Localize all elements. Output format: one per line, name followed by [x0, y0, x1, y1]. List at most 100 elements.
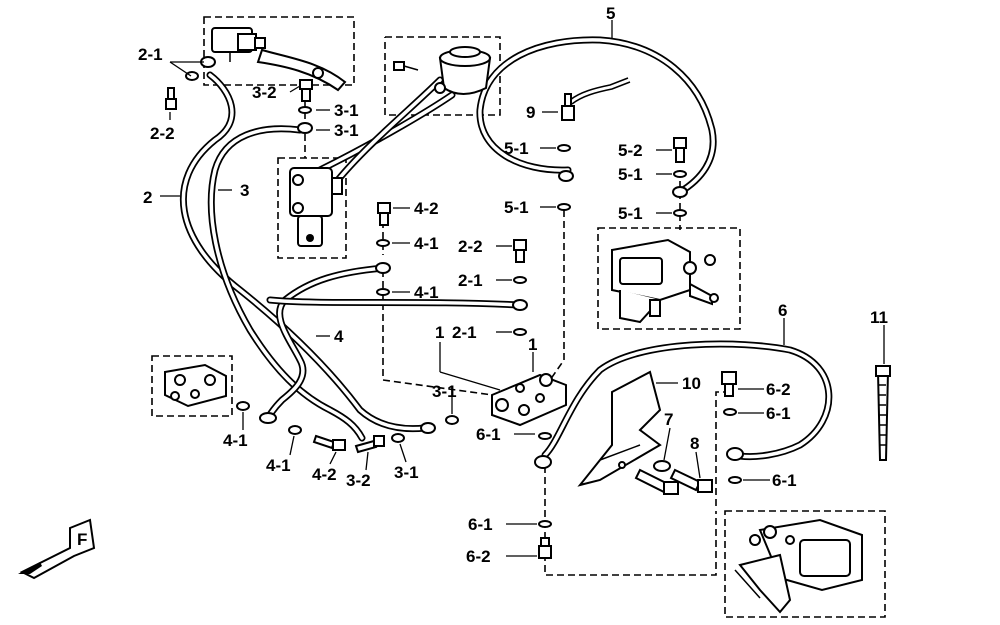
bolt-5-2: [673, 137, 687, 163]
bolt-3-2-upper: [299, 79, 313, 102]
callout-11: 11: [870, 308, 888, 327]
proportioning-valve: [164, 363, 227, 408]
callout-6-1: 6-1: [766, 404, 791, 423]
rear-caliper-upper-assembly: [611, 238, 719, 324]
front-marker-label: F: [77, 530, 87, 549]
washer-2-1-a: [513, 276, 527, 284]
callout-5: 5: [606, 4, 615, 23]
callout-3-1: 3-1: [394, 463, 419, 482]
reservoir-screw: [393, 61, 419, 71]
callout-6: 6: [778, 301, 787, 320]
callout-5-1: 5-1: [504, 139, 529, 158]
hose-4-rear-link: [264, 264, 524, 422]
callout-2-1: 2-1: [138, 45, 163, 64]
front-direction-arrow-icon: F: [18, 518, 96, 580]
bolt-2-2-middle: [513, 239, 527, 263]
sensor-wire-9: [569, 77, 631, 105]
callout-10: 10: [682, 374, 701, 393]
callout-2: 2: [143, 188, 152, 207]
hose-5-rear-upper: [476, 36, 717, 196]
leader-lines: [160, 20, 885, 557]
callout-3-1: 3-1: [334, 121, 359, 140]
hose-3-front-lower: [207, 125, 366, 442]
callout-5-1: 5-1: [618, 165, 643, 184]
washers-3-1-upper: [297, 106, 313, 134]
hose-bracket-10: [577, 370, 662, 487]
rear-brake-master-cylinder: [289, 167, 343, 247]
washer-6-1-a: [538, 432, 552, 440]
washer-6-1-c: [723, 408, 737, 416]
bolt-6-2-lower: [538, 537, 552, 559]
callout-6-1: 6-1: [468, 515, 493, 534]
washer-5-1-b: [557, 203, 571, 211]
dashed-box-handlebar-master-cylinder: [203, 16, 355, 86]
callout-8: 8: [690, 434, 699, 453]
callout-labels: 2-1 3-2 3-1 3-1 2-2 2 3 5 9 5-1 5-2 5-1 …: [138, 4, 888, 566]
dashed-box-rear-caliper-upper: [597, 227, 741, 330]
bolt-8-b: [669, 468, 713, 493]
callout-6-1: 6-1: [476, 425, 501, 444]
washer-6-1-b: [538, 520, 552, 528]
washer-5-1-d: [673, 209, 687, 217]
washer-7: [653, 460, 671, 472]
bolt-2-2: [165, 87, 177, 110]
callout-2-2: 2-2: [458, 237, 483, 256]
washer-5-1-a: [557, 144, 571, 152]
callout-3-2: 3-2: [346, 471, 371, 490]
washer-4-1-c: [236, 401, 250, 411]
banjo-6-a: [534, 455, 552, 469]
banjo-5-b: [672, 186, 688, 198]
rear-caliper-lower-assembly: [734, 518, 863, 614]
brake-hose-joint-1: [491, 373, 567, 427]
washer-3-1-c: [445, 415, 459, 425]
bolt-4-2-lower: [312, 434, 346, 451]
callout-4-1: 4-1: [223, 431, 248, 450]
hose-6-rear-lower: [541, 340, 833, 461]
callout-4-1: 4-1: [414, 283, 439, 302]
callout-6-2: 6-2: [466, 547, 491, 566]
banjo-6-b: [726, 447, 744, 461]
callout-4-2: 4-2: [312, 465, 337, 484]
callout-2-1: 2-1: [458, 271, 483, 290]
banjo-4-lower: [259, 412, 277, 424]
dashed-box-rear-caliper-lower: [724, 510, 886, 618]
front-brake-master-cylinder: [211, 27, 347, 92]
banjo-4: [375, 262, 391, 274]
dashed-box-reservoir: [384, 36, 501, 116]
callout-6-2: 6-2: [766, 380, 791, 399]
sensor-switch-9: [561, 93, 575, 121]
dashed-box-proportioning-valve: [151, 355, 233, 417]
washer-6-1-d: [728, 476, 742, 484]
cable-tie-11: [875, 365, 891, 461]
banjo-2: [512, 299, 528, 311]
callout-4-1: 4-1: [266, 456, 291, 475]
callout-4: 4: [334, 327, 344, 346]
callout-6-1: 6-1: [772, 471, 797, 490]
washer-3-1-lower: [391, 433, 405, 443]
washer-5-1-c: [673, 170, 687, 178]
callout-4-1: 4-1: [414, 234, 439, 253]
callout-9: 9: [526, 103, 535, 122]
callout-3-1: 3-1: [432, 382, 457, 401]
dashed-box-rear-master-cylinder: [277, 157, 347, 259]
callout-2-1: 2-1: [452, 323, 477, 342]
bolt-8-a: [634, 468, 679, 495]
bolt-3-2-lower: [354, 435, 385, 454]
bolt-4-2-upper: [377, 202, 391, 226]
callout-5-1: 5-1: [504, 198, 529, 217]
callout-3-1: 3-1: [334, 101, 359, 120]
washer-4-1-b: [376, 288, 390, 296]
washer-4-1-a: [376, 239, 390, 247]
callout-1: 1: [435, 323, 444, 342]
callout-5-2: 5-2: [618, 141, 643, 160]
banjo-5-a: [558, 170, 574, 182]
hose-2-front-upper: [179, 71, 429, 433]
callout-7: 7: [664, 410, 673, 429]
reservoir-hose: [316, 76, 456, 194]
banjo-3-lower: [420, 422, 436, 434]
callout-2-2: 2-2: [150, 124, 175, 143]
washer-4-1-d: [288, 425, 302, 435]
callout-1: 1: [528, 335, 537, 354]
callout-4-2: 4-2: [414, 199, 439, 218]
